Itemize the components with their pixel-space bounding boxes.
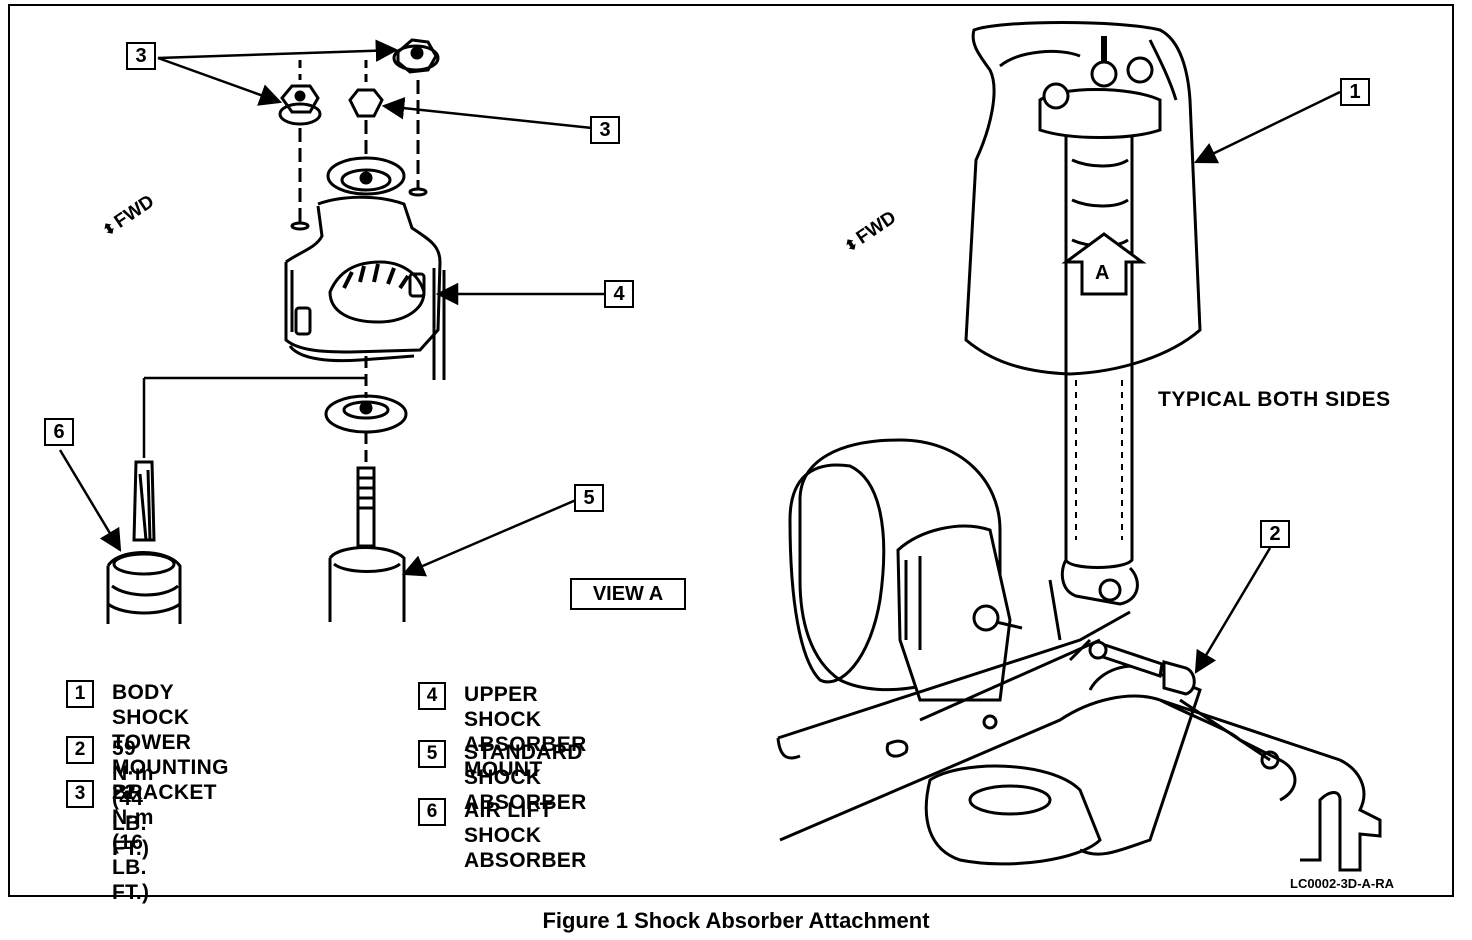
lower-washer <box>324 356 408 462</box>
legend-text: 22 N·m (16 LB. FT.) <box>112 781 154 904</box>
lower-shock-bolt <box>1088 640 1196 696</box>
figure-caption: Figure 1 Shock Absorber Attachment <box>542 908 930 933</box>
legend-item-2: 2 59 N·m (44 LB. FT.) <box>66 736 154 861</box>
callout-3-top: 3 <box>126 42 156 70</box>
legend-text: BODY SHOCK TOWER MOUNTING BRACKET <box>112 681 229 804</box>
shock-absorber-body <box>1038 36 1162 569</box>
legend-text: STANDARD SHOCK ABSORBER <box>464 741 587 814</box>
figure-code: LC0002-3D-A-RA <box>1290 876 1395 891</box>
diagram-frame <box>8 4 1454 897</box>
callout-4: 4 <box>604 280 634 308</box>
view-a-label: VIEW A <box>570 578 686 610</box>
body-shock-tower <box>964 21 1202 376</box>
view-a-direction-arrow <box>1061 232 1147 296</box>
callout-1: 1 <box>1340 78 1370 106</box>
callout-2: 2 <box>1260 520 1290 548</box>
legend-text: 59 N·m (44 LB. FT.) <box>112 737 154 860</box>
body-panel-and-mount <box>284 195 446 380</box>
view-arrow-label: A <box>1095 262 1110 284</box>
installed-view-assembly <box>776 21 1382 872</box>
legend-item-5: 5 STANDARD SHOCK ABSORBER <box>418 740 587 815</box>
legend-number: 4 <box>418 682 446 710</box>
rear-axle-crossmember <box>779 664 1382 872</box>
shock-lower-eye <box>1060 559 1139 606</box>
callout-6: 6 <box>44 418 74 446</box>
legend-item-6: 6 AIR LIFT SHOCK ABSORBER <box>418 798 587 873</box>
legend-number: 2 <box>66 736 94 764</box>
standard-shock-absorber <box>328 466 406 622</box>
legend-item-3: 3 22 N·m (16 LB. FT.) <box>66 780 154 905</box>
view-a-exploded-assembly <box>58 38 604 624</box>
axle-bracket <box>896 524 1023 702</box>
legend-item-4: 4 UPPER SHOCK ABSORBER MOUNT <box>418 682 587 782</box>
callout-3-right: 3 <box>590 116 620 144</box>
left-flange-nut <box>278 60 322 231</box>
legend-number: 3 <box>66 780 94 808</box>
legend-number: 6 <box>418 798 446 826</box>
legend-number: 1 <box>66 680 94 708</box>
view-a-leader-lines <box>58 39 604 577</box>
legend-number: 5 <box>418 740 446 768</box>
lower-control-arm <box>776 579 1131 760</box>
legend-text: AIR LIFT SHOCK ABSORBER <box>464 799 587 872</box>
typical-both-sides-label: TYPICAL BOTH SIDES <box>1158 388 1391 411</box>
legend-item-1: 1 BODY SHOCK TOWER MOUNTING BRACKET <box>66 680 229 805</box>
center-nut <box>348 60 384 160</box>
installed-view-leader-lines <box>1193 90 1341 674</box>
air-lift-shock-absorber <box>106 376 366 624</box>
upper-washer <box>326 156 406 196</box>
legend-text: UPPER SHOCK ABSORBER MOUNT <box>464 683 587 781</box>
top-nut-right <box>392 38 440 197</box>
callout-5: 5 <box>574 484 604 512</box>
